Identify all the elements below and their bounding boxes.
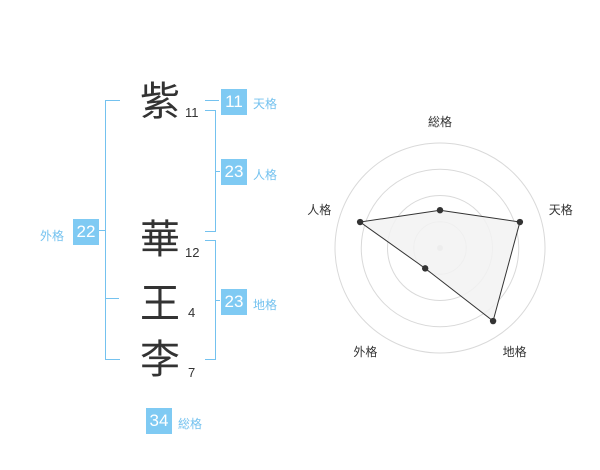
radar-axis-label: 天格 xyxy=(548,202,573,217)
chikaku-value: 23 xyxy=(221,289,247,315)
tenkaku-value: 11 xyxy=(221,89,247,115)
gaikaku-bracket-divider xyxy=(105,298,119,299)
stroke-count-1: 11 xyxy=(185,105,199,120)
jinkaku-value: 23 xyxy=(221,159,247,185)
radar-axis-label: 地格 xyxy=(502,344,527,359)
soukaku-value: 34 xyxy=(146,408,172,434)
jinkaku-label: 人格 xyxy=(253,168,278,182)
gaikaku-bracket xyxy=(105,100,120,360)
name-char-3: 王 xyxy=(140,281,180,327)
radar-point xyxy=(516,218,524,226)
radar-series-polygon xyxy=(358,209,521,322)
radar-point xyxy=(356,218,364,226)
radar-point xyxy=(489,317,497,325)
tenkaku-label: 天格 xyxy=(253,97,278,111)
stroke-count-2: 12 xyxy=(185,245,200,260)
name-char-4: 李 xyxy=(140,337,180,383)
chikaku-label: 地格 xyxy=(253,298,278,312)
gaikaku-label: 外格 xyxy=(40,229,65,243)
radar-axis-label: 外格 xyxy=(353,344,378,359)
name-char-2: 華 xyxy=(140,217,180,263)
soukaku-label: 総格 xyxy=(178,417,203,431)
radar-axis-label: 人格 xyxy=(307,202,332,217)
gaikaku-bracket-tick xyxy=(99,230,105,231)
radar-grid-ring xyxy=(334,142,546,354)
radar-grid-ring xyxy=(360,168,520,328)
name-char-1: 紫 xyxy=(140,79,180,125)
jinkaku-bracket-tick xyxy=(215,171,220,172)
stroke-count-4: 7 xyxy=(188,365,196,380)
radar-point xyxy=(421,265,429,272)
radar-point xyxy=(436,207,444,214)
gaikaku-value: 22 xyxy=(73,219,99,245)
radar-axis-label: 総格 xyxy=(428,115,453,129)
stroke-count-3: 4 xyxy=(188,305,196,320)
tenkaku-line xyxy=(205,100,219,101)
chikaku-bracket-tick xyxy=(215,300,220,301)
